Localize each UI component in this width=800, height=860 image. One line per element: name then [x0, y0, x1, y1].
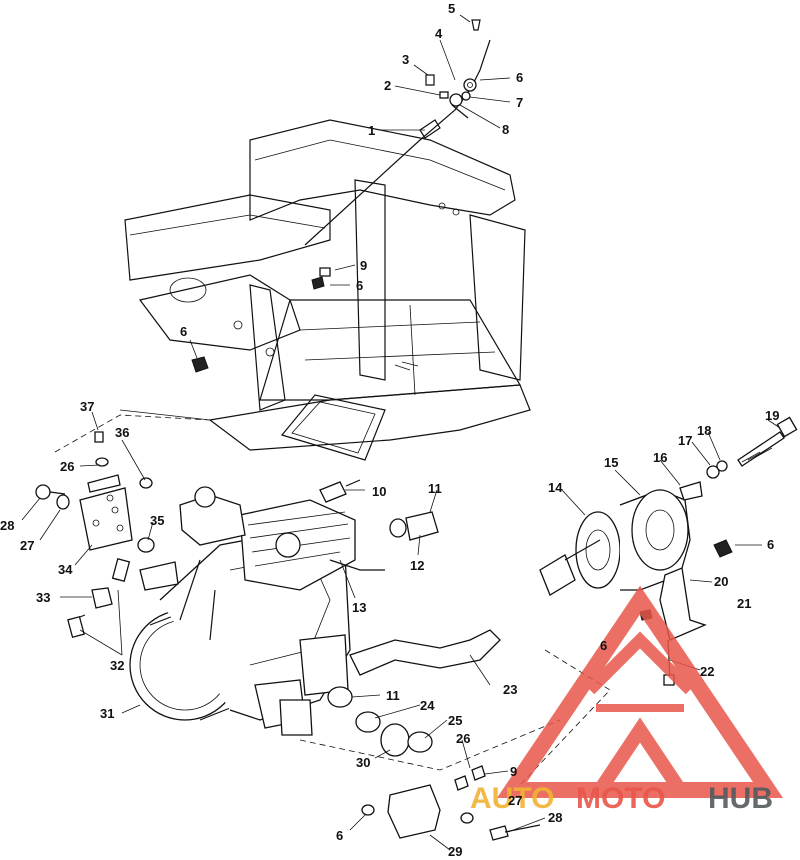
callout-23: 23: [503, 682, 517, 697]
callout-35: 35: [150, 513, 164, 528]
callout-29: 29: [448, 844, 462, 859]
callout-21: 21: [737, 596, 751, 611]
callout-4: 4: [435, 26, 443, 41]
callout-8: 8: [502, 122, 509, 137]
callout-30: 30: [356, 755, 370, 770]
mount-bracket-left: [35, 414, 211, 639]
callout-9-top: 9: [360, 258, 367, 273]
watermark-moto: MOTO: [576, 782, 665, 815]
callout-27-left: 27: [20, 538, 34, 553]
callout-5: 5: [448, 1, 455, 16]
throttle-cable-assembly: [304, 19, 491, 380]
callout-12: 12: [410, 558, 424, 573]
frame-fasteners: [191, 267, 331, 373]
watermark-text: AUTO MOTO HUB: [470, 782, 773, 815]
callout-10: 10: [372, 484, 386, 499]
callout-37: 37: [80, 399, 94, 414]
callout-18: 18: [697, 423, 711, 438]
callout-28-left: 28: [0, 518, 14, 533]
callout-6-left: 6: [180, 324, 187, 339]
callout-6-frame: 6: [356, 278, 363, 293]
watermark-hub: HUB: [708, 782, 773, 815]
callout-6-bracket: 6: [600, 638, 607, 653]
callout-3: 3: [402, 52, 409, 67]
callout-6-top: 6: [516, 70, 523, 85]
callout-22: 22: [700, 664, 714, 679]
callout-27-right: 27: [508, 793, 522, 808]
callout-36: 36: [115, 425, 129, 440]
callout-6-right: 6: [767, 537, 774, 552]
callout-6-bottom: 6: [336, 828, 343, 843]
engine-assembly: [129, 486, 385, 736]
frame-chassis: [119, 119, 531, 461]
callout-26-left: 26: [60, 459, 74, 474]
watermark-auto: AUTO: [470, 782, 554, 815]
callout-31: 31: [100, 706, 114, 721]
callout-11-top: 11: [428, 481, 442, 496]
callout-1: 1: [368, 123, 375, 138]
callout-24: 24: [420, 698, 435, 713]
callout-17: 17: [678, 433, 692, 448]
callout-13: 13: [352, 600, 366, 615]
callout-9-bottom: 9: [510, 764, 517, 779]
misc-parts: [319, 479, 439, 541]
callout-16: 16: [653, 450, 667, 465]
hose-assembly: [299, 629, 611, 841]
callout-34: 34: [58, 562, 73, 577]
callout-15: 15: [604, 455, 618, 470]
callout-28-right: 28: [548, 810, 562, 825]
callout-7: 7: [516, 95, 523, 110]
callout-32: 32: [110, 658, 124, 673]
callout-14: 14: [548, 480, 563, 495]
callout-19: 19: [765, 408, 779, 423]
callout-33: 33: [36, 590, 50, 605]
clutch-assembly: [539, 416, 798, 686]
callout-20: 20: [714, 574, 728, 589]
callout-25: 25: [448, 713, 462, 728]
watermark-logo: [496, 585, 784, 798]
callout-11-bottom: 11: [386, 688, 400, 703]
callout-26-right: 26: [456, 731, 470, 746]
callout-labels: 1 2 3 4 5 6 7 8 9 6 6 37 36 26 28 27 34 …: [0, 1, 779, 859]
callout-2: 2: [384, 78, 391, 93]
leader-lines: [21, 14, 781, 851]
